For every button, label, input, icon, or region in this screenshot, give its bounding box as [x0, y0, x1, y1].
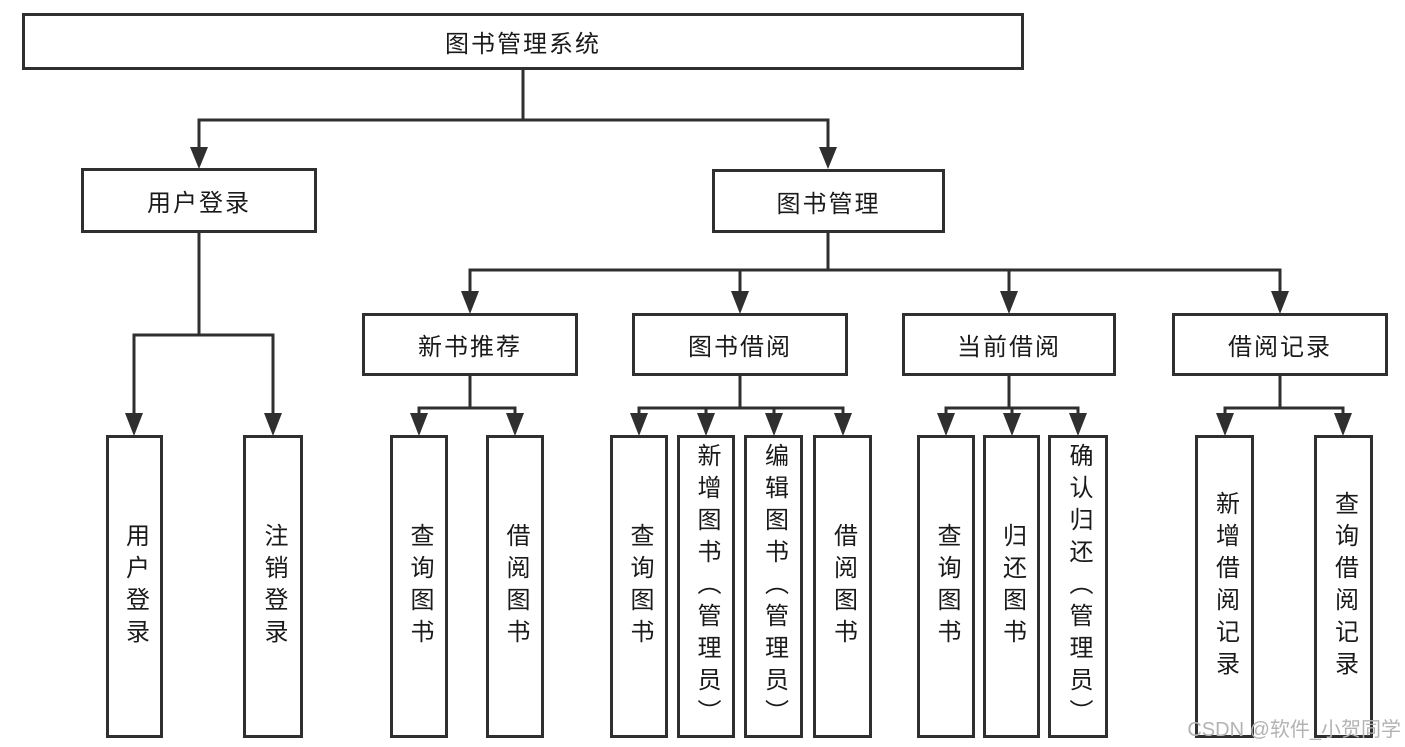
node-book-management-branch: 图书管理	[712, 169, 945, 233]
node-current-borrowing: 当前借阅	[902, 313, 1116, 376]
node-system-root: 图书管理系统	[22, 13, 1024, 70]
leaf-query-borrow-record: 查询借阅记录	[1314, 435, 1373, 738]
leaf-confirm-return-admin: 确认归还（管理员）	[1048, 435, 1108, 738]
leaf-add-borrow-record: 新增借阅记录	[1195, 435, 1254, 738]
leaf-return-books: 归还图书	[983, 435, 1040, 738]
leaf-query-books-recommend: 查询图书	[390, 435, 448, 738]
node-user-login-branch: 用户登录	[81, 168, 317, 233]
leaf-logout: 注销登录	[243, 435, 303, 738]
leaf-borrow-books-recommend: 借阅图书	[486, 435, 544, 738]
csdn-watermark: CSDN @软件_小贺同学	[1187, 719, 1401, 741]
leaf-borrow-books: 借阅图书	[813, 435, 872, 738]
node-borrowing-records: 借阅记录	[1172, 313, 1388, 376]
leaf-edit-books-admin: 编辑图书（管理员）	[744, 435, 803, 738]
node-book-borrowing: 图书借阅	[632, 313, 848, 376]
leaf-query-books-current: 查询图书	[917, 435, 975, 738]
leaf-user-login: 用户登录	[106, 435, 163, 738]
leaf-add-books-admin: 新增图书（管理员）	[677, 435, 735, 738]
node-new-book-recommendation: 新书推荐	[362, 313, 578, 376]
leaf-query-books-borrowing: 查询图书	[610, 435, 668, 738]
